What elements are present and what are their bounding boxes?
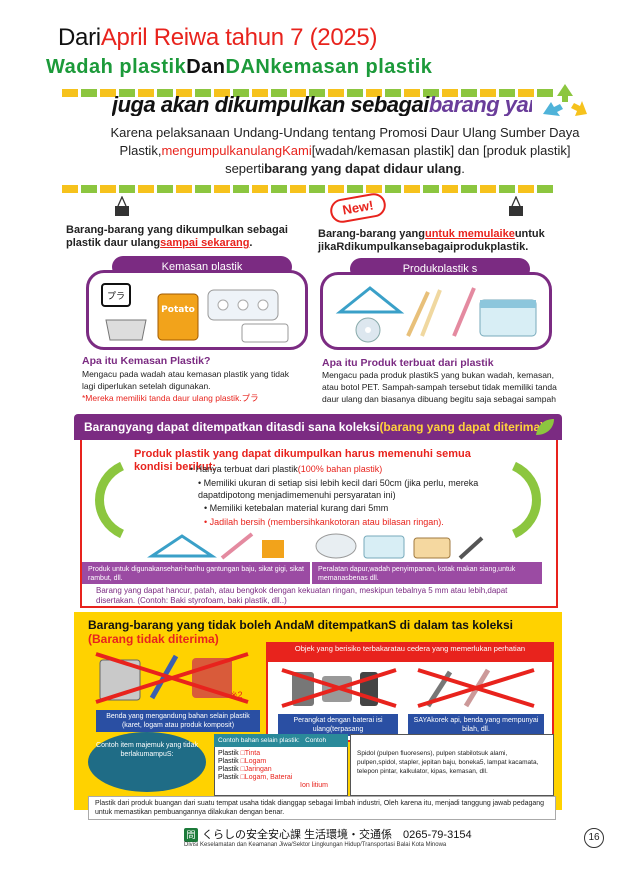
- condition-4: • Jadilah bersih (membersihkankotoran at…: [204, 517, 444, 527]
- condition-2: • Memiliki ukuran di setiap sisi lebih k…: [198, 478, 479, 500]
- table-row: Plastik □Tinta: [218, 750, 261, 757]
- recycle-icon: [543, 84, 587, 116]
- danger-items-crossed-illustration: [281, 668, 535, 708]
- condition-3: • Memiliki ketebalan material kurang dar…: [204, 503, 389, 513]
- accepted-strip-right: Peralatan dapur,wadah penyimpanan, kotak…: [312, 562, 542, 584]
- right-body: Mengacu pada produk plastikS yang bukan …: [322, 370, 557, 404]
- arrow-left-icon: [95, 461, 125, 539]
- composite-table-header: Contoh bahan selain plastik: Contoh bara…: [214, 734, 348, 757]
- table-row: Plastik □Logam: [218, 758, 267, 765]
- binder-clip-icon: [509, 196, 523, 216]
- accepted-heading: Barangyang dapat ditempatkan ditasdi san…: [74, 414, 562, 440]
- title-main: Wadah plastikDanDANkemasan plastik: [46, 56, 433, 78]
- color-band-top: [62, 84, 556, 97]
- rejected-heading: Barang-barang yang tidak boleh AndaM dit…: [88, 618, 513, 646]
- contact-footer: 問くらしの安全安心課 生活環境・交通係 0265-79-3154: [184, 826, 472, 843]
- title-date-line: DariApril Reiwa tahun 7 (2025): [58, 24, 378, 51]
- label-battery-devices: Perangkat dengan baterai isi ulang(terpa…: [278, 714, 398, 736]
- color-band-bottom: [62, 180, 556, 193]
- right-subheading: Apa itu Produk terbuat dari plastik: [322, 357, 494, 369]
- accepted-items-right-illustration: [315, 533, 484, 560]
- binder-clip-icon: [115, 196, 129, 216]
- accepted-items-left-illustration: [147, 532, 284, 560]
- title-sub: juga akan dikumpulkan sebagaibarang yang: [112, 92, 532, 116]
- page-number: 16: [584, 828, 604, 848]
- condition-1: • Hanya terbuat dari plastik(100% bahan …: [190, 464, 383, 474]
- label-lighters-blades: SAYAkorek api, benda yang mempunyai bila…: [408, 714, 544, 736]
- left-box-title: Barang-barang yang dikumpulkan sebagai p…: [66, 224, 288, 249]
- note-mark-2: ※2: [230, 690, 243, 700]
- arrow-right-icon: [511, 461, 541, 539]
- right-box-title: Barang-barang yanguntuk memulaikeuntuk j…: [318, 228, 545, 253]
- business-waste-note: Plastik dari produk buangan dari suatu t…: [88, 796, 556, 820]
- inquiry-icon: 問: [184, 828, 198, 843]
- intro-text: Karena pelaksanaan Undang-Undang tentang…: [110, 125, 580, 176]
- plastic-products-illustration: [335, 286, 537, 343]
- composite-examples-bubble: Contoh item majemuk yang tidak berlakuma…: [88, 732, 206, 792]
- pura-mark: プラ: [107, 291, 125, 302]
- danger-heading: Objek yang berisiko terbakaratau cedera …: [268, 644, 552, 662]
- table-row: Ion litium: [300, 782, 329, 789]
- new-badge: New!: [328, 191, 388, 225]
- table-row: Plastik □Jaringan: [218, 766, 272, 773]
- table-row: Plastik □Logam, Baterai: [218, 774, 293, 781]
- composite-items-crossed-illustration: [95, 652, 249, 704]
- label-non-plastic-items: Benda yang mengandung bahan selain plast…: [96, 710, 260, 732]
- left-subheading: Apa itu Kemasan Plastik?: [82, 355, 211, 367]
- title-date: April Reiwa tahun 7 (2025): [100, 24, 378, 51]
- conditions-title: Produk plastik yang dapat dikumpulkan ha…: [134, 448, 471, 473]
- examples-box: Spidol (pulpen fluoresens), pulpen stabi…: [350, 734, 554, 796]
- leaf-icon: [536, 419, 554, 435]
- footer-department: Divisi Keselamatan dan Keamanan Jiwa/Sek…: [184, 842, 447, 848]
- packaging-illustration: プラ Potato: [101, 283, 289, 343]
- accepted-strip-left: Produk untuk digunakansehari-harihu gant…: [82, 562, 310, 584]
- accepted-note: Barang yang dapat hancur, patah, atau be…: [96, 586, 508, 605]
- left-body: Mengacu pada wadah atau kemasan plastik …: [82, 369, 289, 403]
- potato-label: Potato: [161, 305, 195, 315]
